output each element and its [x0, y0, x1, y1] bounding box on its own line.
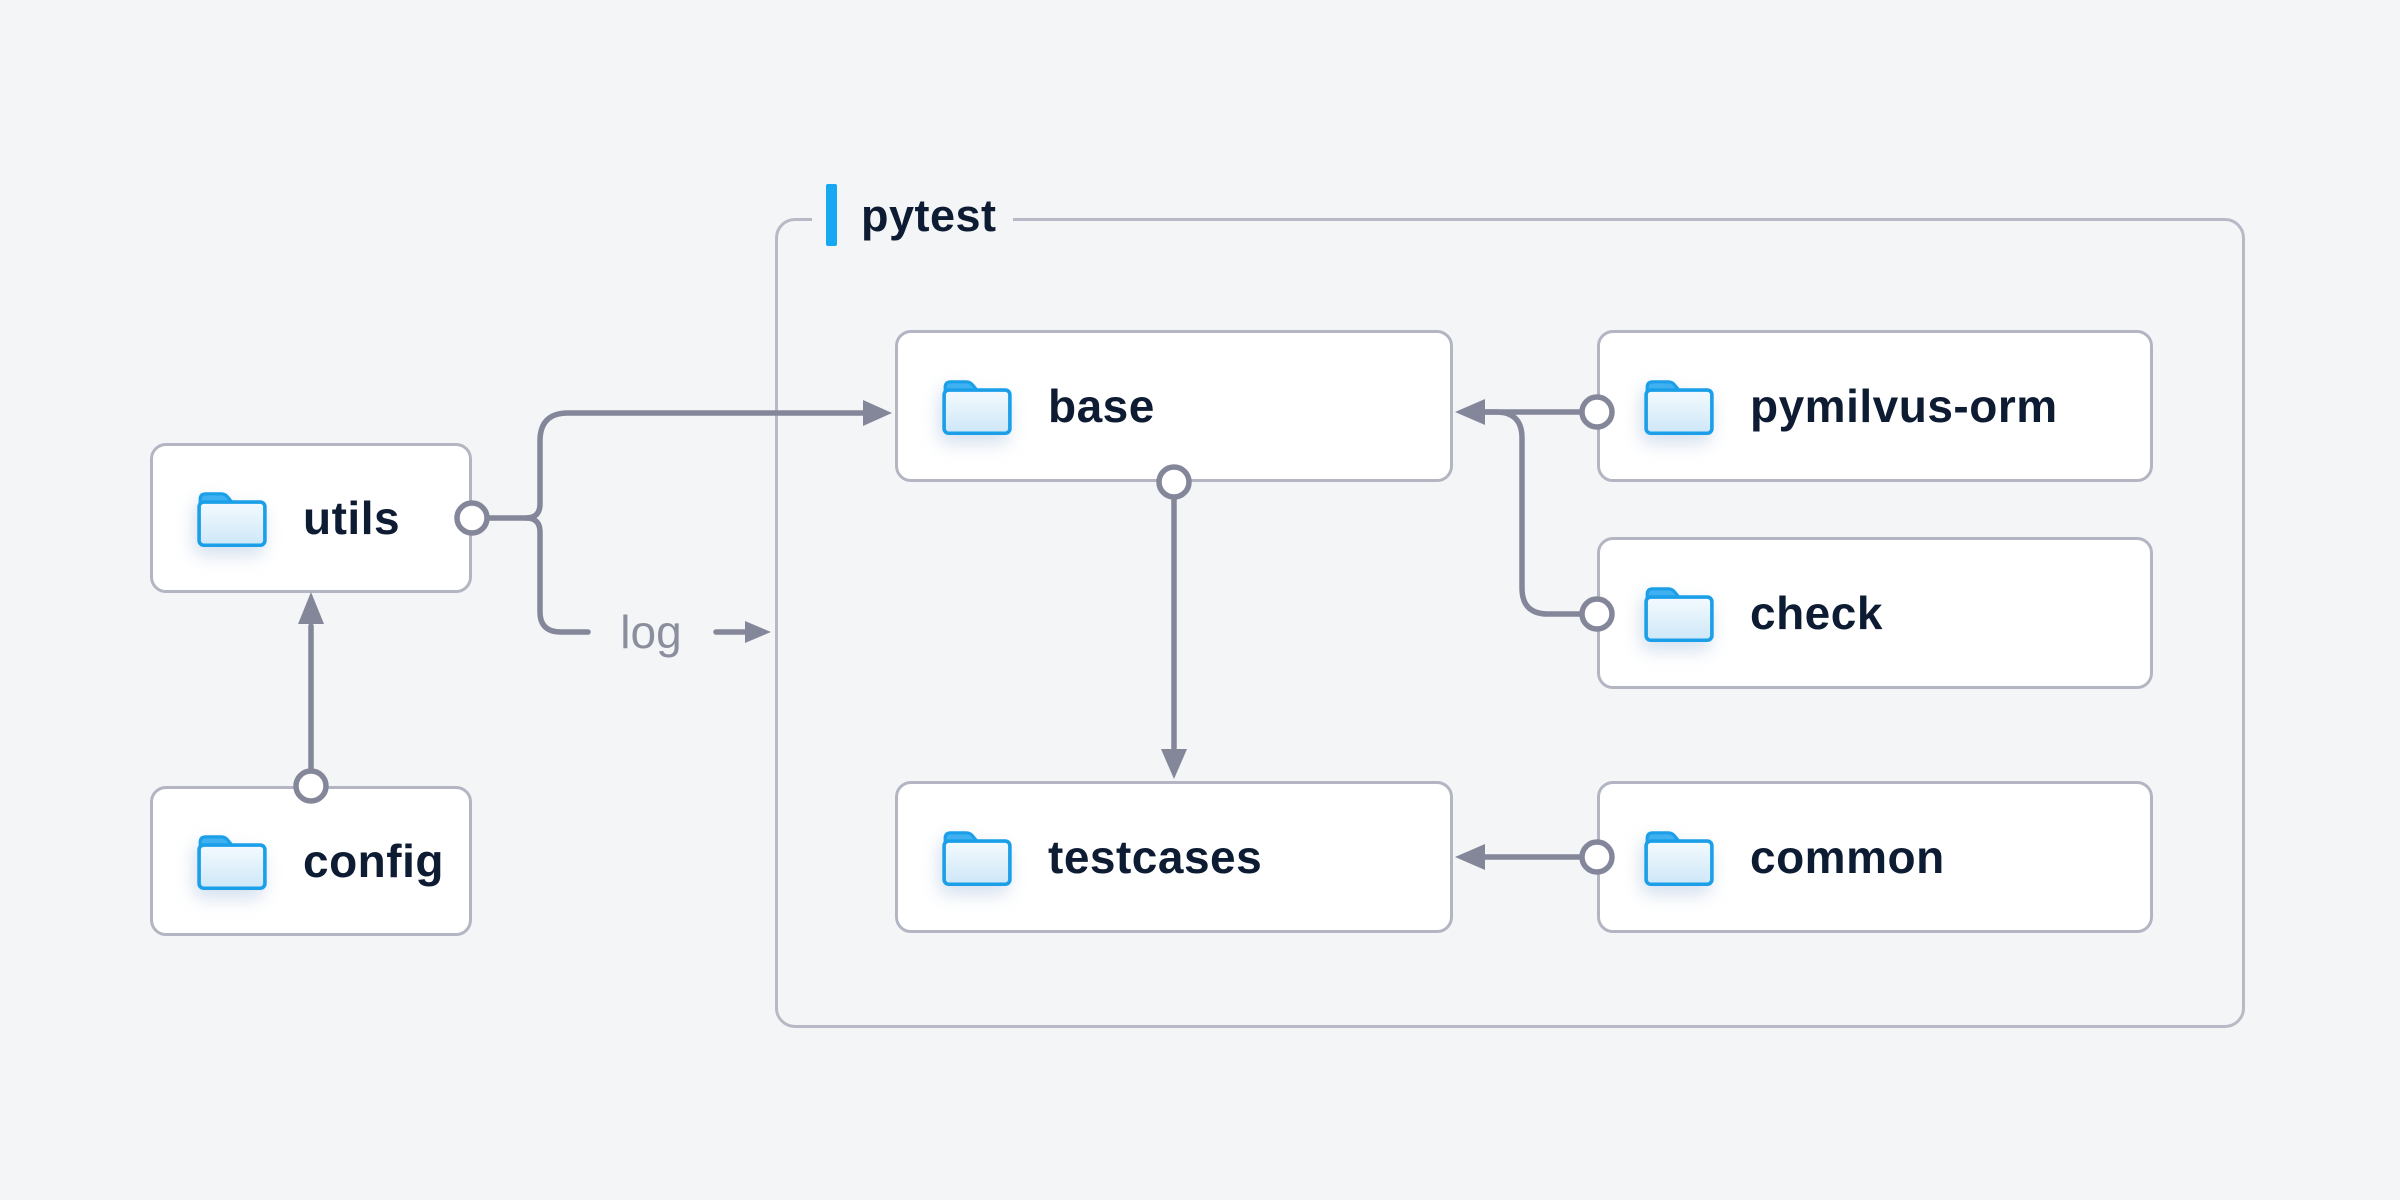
- node-check[interactable]: check: [1597, 537, 2153, 689]
- node-testcases[interactable]: testcases: [895, 781, 1453, 933]
- node-common[interactable]: common: [1597, 781, 2153, 933]
- node-label: check: [1750, 587, 1883, 639]
- edge-base-to-testcases: [1156, 464, 1192, 779]
- node-label: utils: [303, 492, 401, 544]
- edge-config-to-utils: [293, 592, 329, 804]
- node-label: base: [1048, 380, 1155, 432]
- edge-label-log: log: [620, 606, 682, 658]
- edge-utils-to-log: [454, 500, 771, 643]
- group-accent-bar-icon: [826, 184, 837, 246]
- pytest-group-container: [775, 218, 2245, 1028]
- node-label: config: [303, 835, 444, 887]
- node-label: testcases: [1048, 831, 1263, 883]
- edge-pymilvus-orm-to-base: [1455, 394, 1615, 430]
- node-label: common: [1750, 831, 1945, 883]
- edge-utils-to-base: [486, 400, 892, 521]
- node-config[interactable]: config: [150, 786, 472, 936]
- node-base[interactable]: base: [895, 330, 1453, 482]
- node-utils[interactable]: utils: [150, 443, 472, 593]
- edge-check-to-base: [1477, 409, 1615, 632]
- node-label: pymilvus-orm: [1750, 380, 2058, 432]
- node-pymilvus-orm[interactable]: pymilvus-orm: [1597, 330, 2153, 482]
- pytest-group-label: pytest: [812, 182, 1013, 248]
- edge-common-to-testcases: [1455, 839, 1615, 875]
- group-label-text: pytest: [861, 189, 997, 241]
